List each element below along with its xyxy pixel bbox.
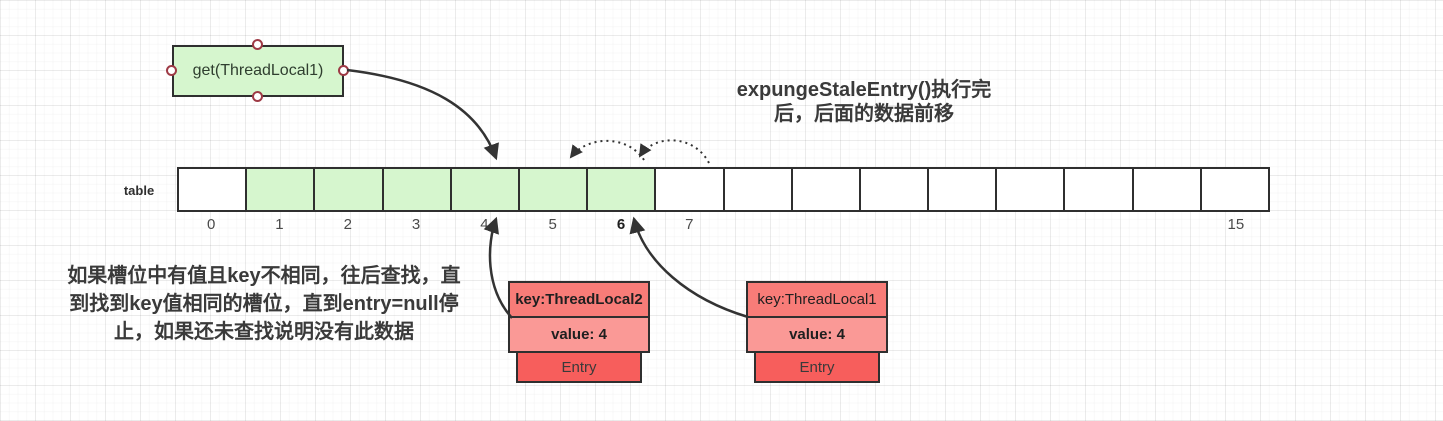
entry1-value-label: value: 4	[789, 326, 845, 343]
table-index-6: 6	[616, 216, 626, 233]
note-search-rule-line2: 到找到key值相同的槽位，直到entry=null停	[69, 293, 459, 315]
note-expunge[interactable]: expungeStaleEntry()执行完 后，后面的数据前移	[688, 78, 1040, 126]
table-cell-4[interactable]	[451, 169, 520, 210]
selection-handle-bottom[interactable]	[252, 91, 263, 102]
table-index-2: 2	[343, 216, 352, 233]
table-index-13	[1065, 216, 1133, 233]
table-cell-3[interactable]	[383, 169, 452, 210]
entry2-value-row[interactable]: value: 4	[508, 316, 650, 353]
table-index-4: 4	[480, 216, 489, 233]
table-cells	[177, 167, 1270, 212]
table-index-15: 15	[1227, 216, 1245, 233]
note-expunge-line1: expungeStaleEntry()执行完	[736, 79, 992, 101]
note-search-rule[interactable]: 如果槽位中有值且key不相同，往后查找，直 到找到key值相同的槽位，直到ent…	[40, 262, 488, 346]
arrow-get-to-slot4[interactable]	[346, 68, 499, 161]
selection-handle-right[interactable]	[338, 65, 349, 76]
table-cell-1[interactable]	[247, 169, 316, 210]
note-expunge-line2: 后，后面的数据前移	[774, 103, 954, 125]
table-cell-5[interactable]	[519, 169, 589, 210]
entry2-tag-label: Entry	[561, 358, 597, 376]
get-threadlocal-label: get(ThreadLocal1)	[192, 62, 324, 79]
table-index-10	[860, 216, 928, 233]
table-cell-12[interactable]	[997, 169, 1066, 210]
selection-handle-left[interactable]	[166, 65, 177, 76]
table-index-11	[928, 216, 996, 233]
table-cell-8[interactable]	[724, 169, 793, 210]
entry2-key-label: key:ThreadLocal2	[515, 291, 643, 308]
table-cell-7[interactable]	[656, 169, 725, 210]
table-index-0: 0	[206, 216, 216, 233]
table-label: table	[123, 183, 155, 198]
entry-box-threadlocal2[interactable]: key:ThreadLocal2 value: 4 Entry	[508, 281, 650, 383]
dotted-arc-slot7-to-slot6[interactable]	[638, 139, 710, 164]
table-index-14	[1133, 216, 1201, 233]
dotted-arc-slot6-to-slot5[interactable]	[569, 139, 645, 161]
entry1-key-label: key:ThreadLocal1	[757, 291, 877, 308]
table-cell-6[interactable]	[588, 169, 657, 210]
entry1-value-row[interactable]: value: 4	[746, 316, 888, 353]
table-cell-11[interactable]	[929, 169, 998, 210]
table-index-7: 7	[685, 216, 694, 233]
table-cell-9[interactable]	[792, 169, 861, 210]
entry1-key-row[interactable]: key:ThreadLocal1	[746, 281, 888, 318]
note-search-rule-line3: 止，如果还未查找说明没有此数据	[114, 321, 414, 343]
entry2-value-label: value: 4	[551, 326, 607, 343]
table-index-8	[724, 216, 792, 233]
table-index-12	[997, 216, 1065, 233]
table-cell-10[interactable]	[860, 169, 930, 210]
table-indices: 0 1 2 3 4 5 6 7 15	[177, 216, 1270, 233]
selection-handle-top[interactable]	[252, 39, 263, 50]
table-cell-0[interactable]	[179, 169, 248, 210]
table-index-9	[792, 216, 860, 233]
table-cell-13[interactable]	[1065, 169, 1134, 210]
arrow-entry1-to-slot6[interactable]	[629, 216, 749, 319]
table-cell-14[interactable]	[1133, 169, 1202, 210]
table-index-5: 5	[548, 216, 557, 233]
entry1-tag-row[interactable]: Entry	[754, 351, 880, 383]
table-cell-2[interactable]	[315, 169, 384, 210]
entry-box-threadlocal1[interactable]: key:ThreadLocal1 value: 4 Entry	[746, 281, 888, 383]
entry2-tag-row[interactable]: Entry	[516, 351, 642, 383]
entry2-key-row[interactable]: key:ThreadLocal2	[508, 281, 650, 318]
table-index-3: 3	[411, 216, 421, 233]
entry1-tag-label: Entry	[799, 358, 835, 376]
table-cell-15[interactable]	[1201, 169, 1268, 210]
note-search-rule-line1: 如果槽位中有值且key不相同，往后查找，直	[67, 265, 461, 287]
table-index-1: 1	[275, 216, 284, 233]
get-threadlocal-node[interactable]: get(ThreadLocal1)	[172, 45, 344, 97]
